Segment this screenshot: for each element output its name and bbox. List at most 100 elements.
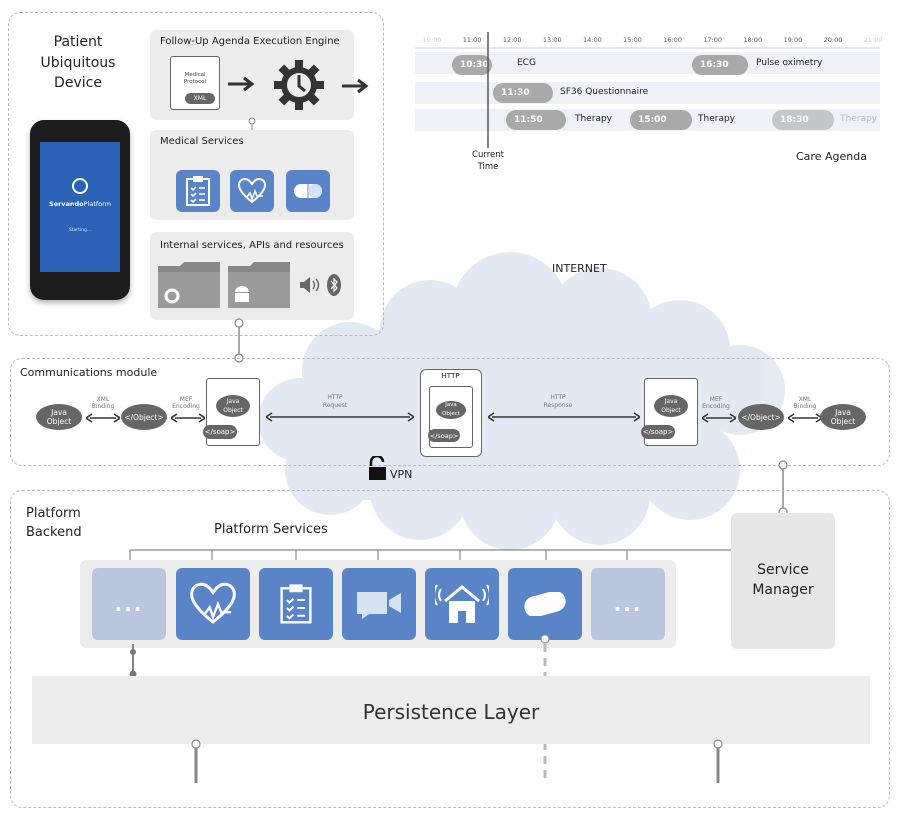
gear-icon [274,60,324,110]
event-therapy-1[interactable]: 11:50 [506,110,566,130]
agenda-hour-label: 18:00 [743,36,763,44]
speaker-icon [300,277,320,293]
phone-status: Starting... [68,228,92,233]
agenda-hour-label: 20:00 [823,36,843,44]
event-therapy-1-label: Therapy [575,114,612,124]
http-envelope: HTTP Java Object </soap> [420,369,482,457]
arrow-icon [228,76,255,92]
request-arrow-icon [266,412,414,422]
medication-service[interactable] [286,170,330,212]
http-request-1: HTTP [327,394,343,401]
event-therapy-2-label: Therapy [698,114,735,124]
device-title-line-3: Device [54,75,102,91]
double-arrow-icon [171,413,205,423]
doc-label-1: Medical [184,72,206,78]
double-arrow-icon [702,413,736,423]
persistence-connector-right [713,739,723,783]
services-persistence-connector [129,644,137,678]
vpn-label: VPN [390,468,413,481]
double-arrow-icon [788,413,822,423]
double-arrow-icon [86,413,120,423]
android-folder-icon [228,262,290,308]
java-object-left: Java Object [36,404,82,430]
heart-service[interactable] [230,170,274,212]
services-bus [129,549,732,569]
service-smart-home[interactable] [425,568,499,640]
xml-binding-right-2: Binding [793,403,817,410]
care-agenda-caption: Care Agenda [796,150,867,163]
device-title-line-1: Patient [53,34,103,50]
service-manager-box[interactable] [731,513,835,649]
clipboard-icon [280,584,312,624]
event-therapy-2[interactable]: 15:00 [630,110,692,130]
agenda-axis [415,47,880,49]
questionnaire-service[interactable] [176,170,220,212]
persistence-layer[interactable] [32,676,870,744]
doc-label-2: Protocol [183,79,207,85]
backend-title-line-1: Platform [26,506,81,521]
device-title-line-2: Ubiquitous [40,55,116,71]
smart-home-icon [435,584,489,623]
current-time-label-1: Current [472,150,504,160]
service-medication[interactable] [508,568,582,640]
service-vital-signs[interactable] [176,568,250,640]
event-ecg[interactable]: 10:30 [452,55,492,75]
communications-module-box [10,358,890,466]
communications-title: Communications module [20,366,158,379]
http-request-2: Request [322,402,348,409]
medical-protocol-document: Medical Protocol XML [170,56,220,110]
agenda-hour-label: 12:00 [502,36,522,44]
xml-binding-left-1: XML [96,396,110,403]
heart-pulse-icon [237,177,267,204]
soap-document-right: Java Object </soap> [641,378,698,446]
arrow-icon [342,78,369,94]
engine-title: Follow-Up Agenda Execution Engine [160,36,340,47]
event-sf36-label: SF36 Questionnaire [560,87,649,97]
servando-logo-icon [72,178,88,194]
java-object-in-doc-left: Java Object [216,395,250,417]
soap-tag-right: </soap> [641,425,675,439]
internet-label: INTERNET [552,262,607,275]
phone-brand: ServandoPlatform [48,200,112,208]
mef-encoding-left-2: Encoding [172,403,200,410]
agenda-hour-label: 15:00 [623,36,642,44]
event-pulse-oximetry[interactable]: 16:30 [692,55,748,75]
agenda-hour-label: 21:00 [863,36,883,44]
settings-folder-icon [158,262,220,308]
agenda-hour-label: 14:00 [583,36,602,44]
java-object-right: Java Object [820,404,866,430]
medication-dashed-connector [540,634,550,780]
agenda-hour-label: 11:00 [462,36,482,44]
video-camera-icon [357,592,401,619]
clipboard-icon [186,176,210,206]
backend-title-line-2: Backend [26,525,82,540]
http-response-2: Response [543,402,573,409]
medical-services-title: Medical Services [160,136,244,147]
event-therapy-3-label: Therapy [840,114,877,124]
mef-encoding-right-1: MEF [709,396,723,403]
current-time-label-2: Time [477,162,499,172]
service-more-left[interactable]: ... [92,568,166,640]
http-response-1: HTTP [550,394,566,401]
bluetooth-icon [327,274,341,296]
lock-icon [369,456,386,480]
platform-services-title: Platform Services [214,522,328,537]
service-questionnaire[interactable] [259,568,333,640]
agenda-hour-label: 17:00 [703,36,723,44]
persistence-connector-left [191,739,201,783]
soap-tag-left: </soap> [203,425,237,439]
event-sf36[interactable]: 11:30 [493,83,553,103]
platform-backend-box [10,490,890,808]
persistence-label: Persistence Layer [362,700,540,724]
event-therapy-3[interactable]: 18:30 [772,110,834,130]
service-manager-line-2: Manager [752,582,814,598]
java-object-in-doc-center: Java Object [436,401,466,419]
current-time-line [487,32,489,148]
agenda-hour-label: 16:00 [663,36,682,44]
agenda-row-1 [415,52,880,74]
xml-binding-left-2: Binding [91,403,115,410]
service-more-right[interactable]: ... [591,568,665,640]
soap-tag-center: </soap> [428,429,460,442]
xml-binding-right-1: XML [798,396,812,403]
service-video-call[interactable] [342,568,416,640]
